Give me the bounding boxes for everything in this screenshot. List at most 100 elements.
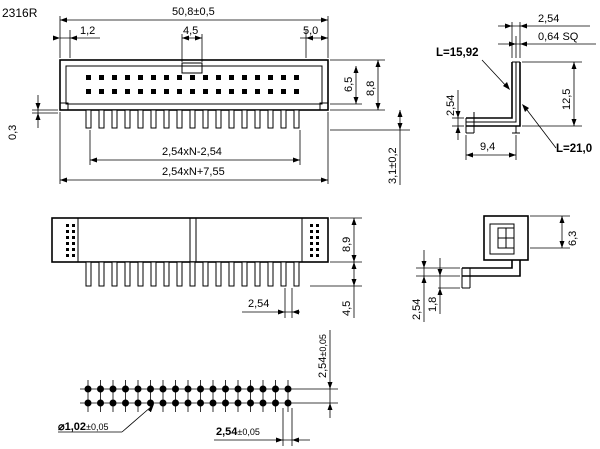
dim-side-pin-pitch: 2,54 (445, 90, 464, 140)
svg-text:50,8±0,5: 50,8±0,5 (172, 6, 215, 18)
contact (190, 89, 195, 94)
dim-hole-col-pitch: 2,54±0,05 (214, 408, 310, 446)
pin (293, 109, 300, 129)
contact (99, 75, 104, 80)
pin (267, 109, 274, 129)
pin (241, 109, 248, 129)
contact (66, 254, 69, 257)
contact (72, 236, 75, 239)
dim-pin-length: 3,1±0,2 (330, 110, 410, 185)
contact (66, 242, 69, 245)
contact (99, 89, 104, 94)
top-view (59, 59, 329, 129)
pin (98, 109, 105, 129)
dim-front-pin-length: 4,5 (310, 262, 362, 318)
pin (98, 261, 105, 287)
contact (66, 224, 69, 227)
contact (242, 75, 247, 80)
pin (228, 109, 235, 129)
contact (203, 75, 208, 80)
contact (216, 75, 221, 80)
contact (164, 75, 169, 80)
svg-text:2,54: 2,54 (248, 298, 269, 310)
svg-text:6,5: 6,5 (343, 77, 355, 92)
dim-side-pitch: 2,54 0,64 SQ (498, 13, 596, 58)
svg-text:6,3: 6,3 (567, 231, 579, 246)
front-view (51, 217, 329, 287)
contact (72, 230, 75, 233)
pin (280, 261, 287, 287)
pin (254, 261, 261, 287)
contact (203, 89, 208, 94)
contact (125, 89, 130, 94)
contact (281, 75, 286, 80)
svg-text:2,54: 2,54 (411, 299, 423, 320)
pin (254, 109, 261, 129)
dim-key-width: 4,5 (181, 25, 203, 62)
svg-text:L=21,0: L=21,0 (556, 143, 592, 155)
contact (112, 89, 117, 94)
pin (228, 261, 235, 287)
contact (255, 89, 260, 94)
contact (255, 75, 260, 80)
contact (310, 236, 313, 239)
pin (137, 261, 144, 287)
contact (229, 89, 234, 94)
contact (268, 89, 273, 94)
svg-text:2,54±0,05: 2,54±0,05 (216, 426, 260, 438)
pin (241, 261, 248, 287)
pin (176, 109, 183, 129)
contact (125, 75, 130, 80)
dim-side-depth: 9,4 (465, 135, 517, 160)
dim-end-height: 6,3 (530, 215, 579, 249)
pin (202, 261, 209, 287)
pin (189, 109, 196, 129)
svg-text:9,4: 9,4 (480, 141, 495, 153)
contact (316, 254, 319, 257)
pin (280, 109, 287, 129)
svg-text:L=15,92: L=15,92 (436, 47, 479, 59)
contact (72, 248, 75, 251)
side-view (465, 61, 521, 134)
svg-text:4,5: 4,5 (341, 301, 353, 316)
contact (72, 224, 75, 227)
dim-pitch-offset: 1,2 (53, 25, 100, 58)
pin (124, 261, 131, 287)
dim-end-width: 5,0 (300, 25, 328, 58)
dim-overall-width: 50,8±0,5 (59, 6, 329, 58)
contact (66, 230, 69, 233)
pin (124, 109, 131, 129)
pin (267, 261, 274, 287)
contact (242, 89, 247, 94)
contact (190, 75, 195, 80)
contact (86, 75, 91, 80)
pin (163, 109, 170, 129)
svg-text:2,54xN-2,54: 2,54xN-2,54 (162, 146, 222, 158)
svg-text:3,1±0,2: 3,1±0,2 (387, 147, 399, 184)
dim-standoff: 0,3 (7, 95, 58, 140)
pin (293, 261, 300, 287)
contact (294, 75, 299, 80)
contact (112, 75, 117, 80)
svg-text:5,0: 5,0 (303, 25, 318, 37)
contact (177, 75, 182, 80)
pin (150, 261, 157, 287)
contact (310, 230, 313, 233)
dim-lead-short: L=15,92 (436, 47, 510, 90)
svg-text:2,54±0,05: 2,54±0,05 (317, 334, 329, 378)
contact (72, 254, 75, 257)
contact (229, 75, 234, 80)
pin (85, 261, 92, 287)
svg-text:0,64 SQ: 0,64 SQ (538, 31, 579, 43)
contact (316, 236, 319, 239)
contact (316, 224, 319, 227)
contact (151, 75, 156, 80)
contact (164, 89, 169, 94)
contact (86, 89, 91, 94)
pin (85, 109, 92, 129)
dim-hole-dia: ⌀1,02±0,05 (58, 404, 154, 433)
pin (215, 261, 222, 287)
contact (177, 89, 182, 94)
dim-body-span: 2,54xN+7,55 (59, 112, 329, 184)
